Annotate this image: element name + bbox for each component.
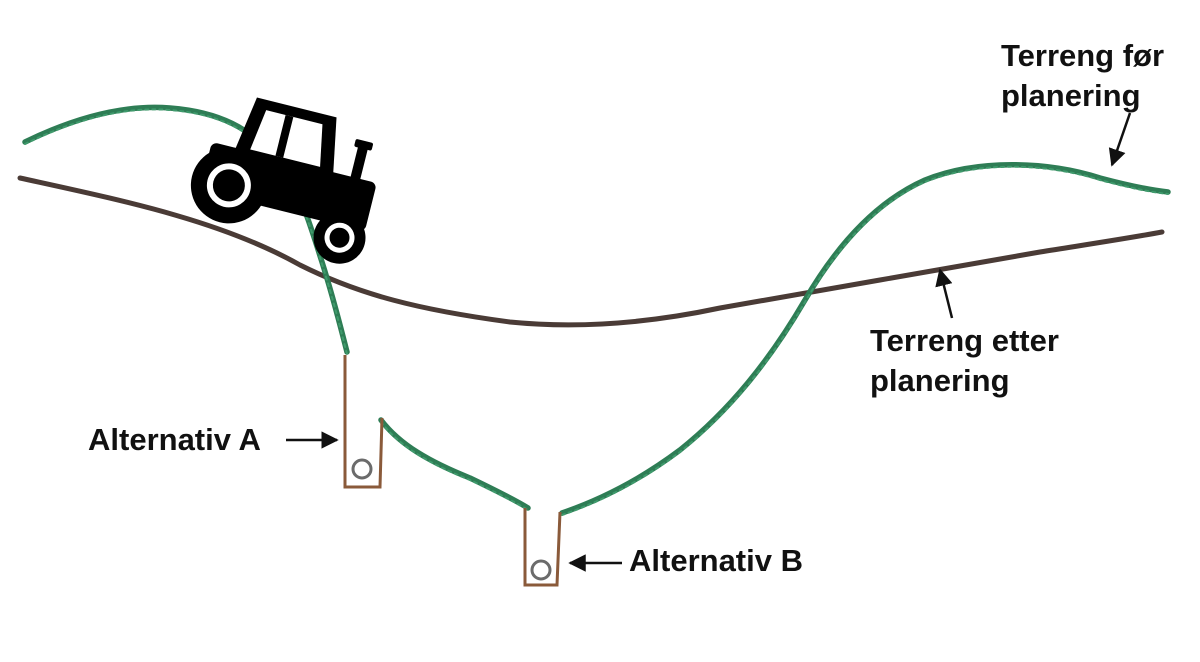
label-terrain-before-line1: Terreng før [1001,38,1165,73]
terrain-after-line [17,175,1165,328]
arrow-terrain-before [1108,112,1132,167]
drain-pipe-icon [351,458,373,480]
terrain-before-line-right [378,162,1171,516]
trench-alternative-b [523,508,562,587]
label-terrain-before-line2: planering [1001,78,1141,113]
terrain-before-texture-left [24,108,348,355]
trench-alternative-a [343,355,384,489]
label-terrain-before: Terreng før planering [1001,36,1164,116]
label-terrain-after: Terreng etter planering [870,321,1059,401]
arrow-terrain-after [935,268,954,319]
terrain-before-texture-right [380,165,1169,516]
label-alternative-a: Alternativ A [88,422,261,457]
label-terrain-after-line2: planering [870,363,1010,398]
drain-pipe-icon [530,559,552,581]
label-alternative-b: Alternativ B [629,543,803,578]
tractor-icon [190,97,376,264]
label-terrain-after-line1: Terreng etter [870,323,1059,358]
